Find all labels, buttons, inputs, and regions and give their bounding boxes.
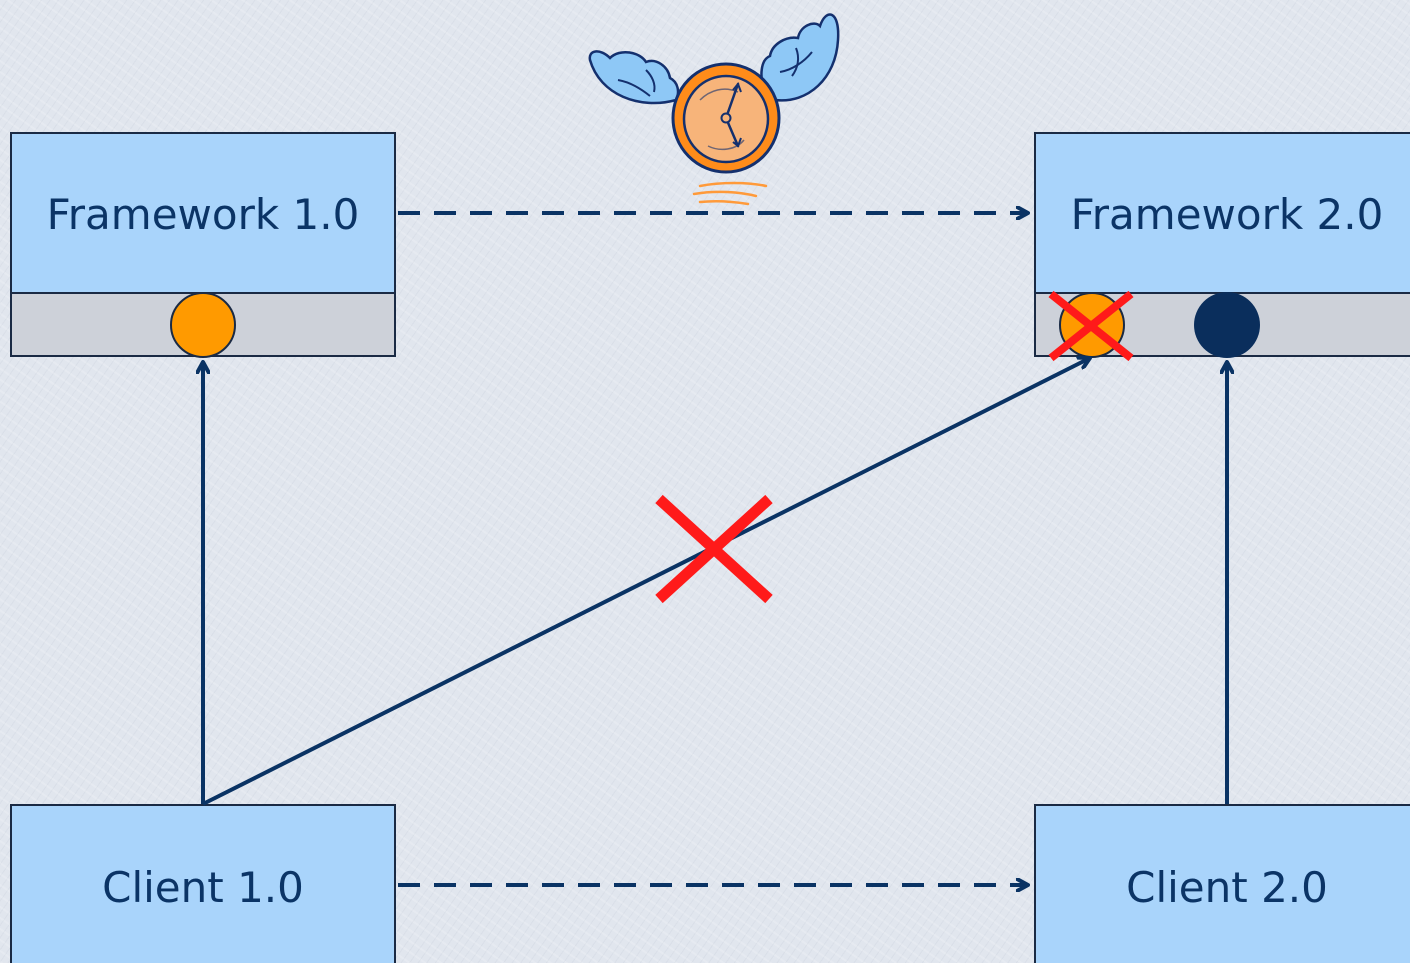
client-1-0-to-framework-2-0-broken-arrow — [202, 358, 1090, 806]
broken-dependency-cross-icon — [655, 494, 773, 604]
client-1-0-box — [10, 804, 396, 963]
client-1-0-node: Client 1.0 — [10, 804, 396, 963]
framework-2-0-box — [1034, 132, 1410, 294]
client-2-0-box — [1034, 804, 1410, 963]
new-interface-circle — [1194, 292, 1260, 358]
old-interface-circle — [170, 292, 236, 358]
winged-clock-icon — [588, 13, 840, 206]
client-2-0-label: Client 2.0 — [1126, 863, 1328, 912]
framework-1-0-node: Framework 1.0 — [10, 132, 396, 358]
framework-1-0-label: Framework 1.0 — [47, 190, 360, 239]
framework-2-0-label: Framework 2.0 — [1071, 190, 1384, 239]
client-1-0-label: Client 1.0 — [102, 863, 304, 912]
red-cross-icon — [1048, 290, 1134, 362]
framework-1-0-box — [10, 132, 396, 294]
client-2-0-node: Client 2.0 — [1034, 804, 1410, 963]
